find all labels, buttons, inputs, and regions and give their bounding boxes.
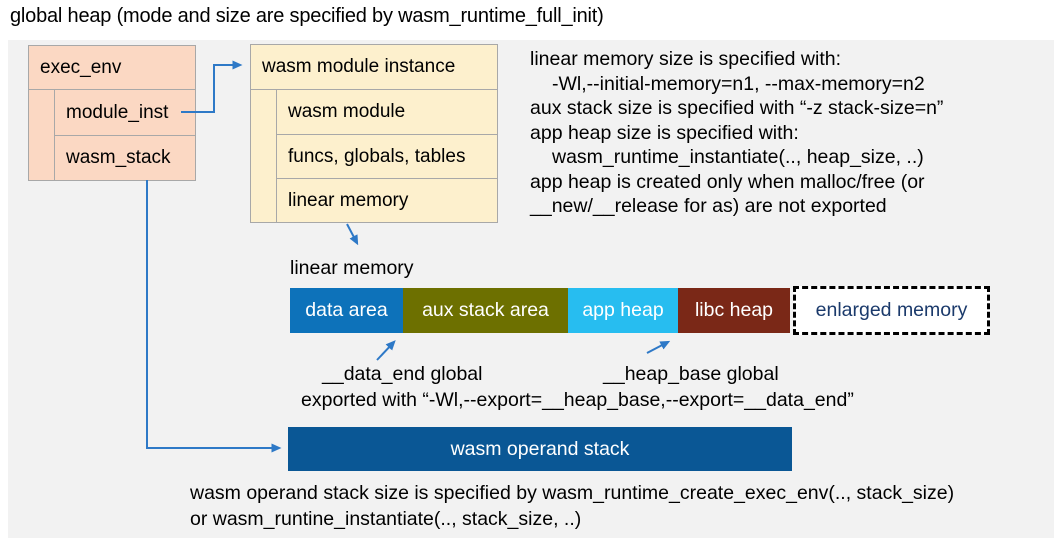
note-line: -Wl,--initial-memory=n1, --max-memory=n2 [552,72,925,95]
module-instance-row-funcs-globals-tables: funcs, globals, tables [277,134,497,178]
wasm-operand-stack-bar: wasm operand stack [288,427,792,471]
exec-env-row-wasm-stack: wasm_stack [55,135,195,180]
memory-size-notes: linear memory size is specified with: -W… [530,47,943,219]
exec-env-row-module-inst: module_inst [66,101,169,123]
export-note: exported with “-Wl,--export=__heap_base,… [301,389,854,411]
module-instance-row-linear-memory: linear memory [277,178,497,222]
data-end-global-label: __data_end global [322,363,483,385]
segment-enlarged-memory: enlarged memory [793,286,990,335]
module-instance-indent [251,90,277,222]
module-instance-header: wasm module instance [251,45,497,90]
linear-memory-label: linear memory [290,257,414,279]
note-line: aux stack size is specified with “-z sta… [530,97,944,119]
segment-app-heap: app heap [568,288,678,333]
note-line: app heap is created only when malloc/fre… [530,170,925,193]
note-line: wasm_runtime_instantiate(.., heap_size, … [552,146,924,168]
note-line: wasm operand stack size is specified by … [190,482,955,504]
segment-data-area: data area [290,288,403,333]
segment-libc-heap: libc heap [678,288,790,333]
exec-env-indent [29,90,55,180]
note-line: __new/__release for as) are not exported [530,195,887,217]
module-instance-row-wasm-module: wasm module [288,101,406,122]
note-line: or wasm_runtine_instantiate(.., stack_si… [190,508,582,530]
segment-aux-stack-area: aux stack area [403,288,568,333]
exec-env-header: exec_env [29,46,195,90]
page-title: global heap (mode and size are specified… [10,5,604,27]
heap-base-global-label: __heap_base global [603,363,779,385]
exec-env-box: exec_env module_inst wasm_stack [28,45,196,181]
operand-stack-notes: wasm operand stack size is specified by … [190,480,954,532]
note-line: app heap size is specified with: [530,121,799,144]
note-line: linear memory size is specified with: [530,48,842,70]
module-instance-box: wasm module instance wasm module funcs, … [250,44,498,223]
